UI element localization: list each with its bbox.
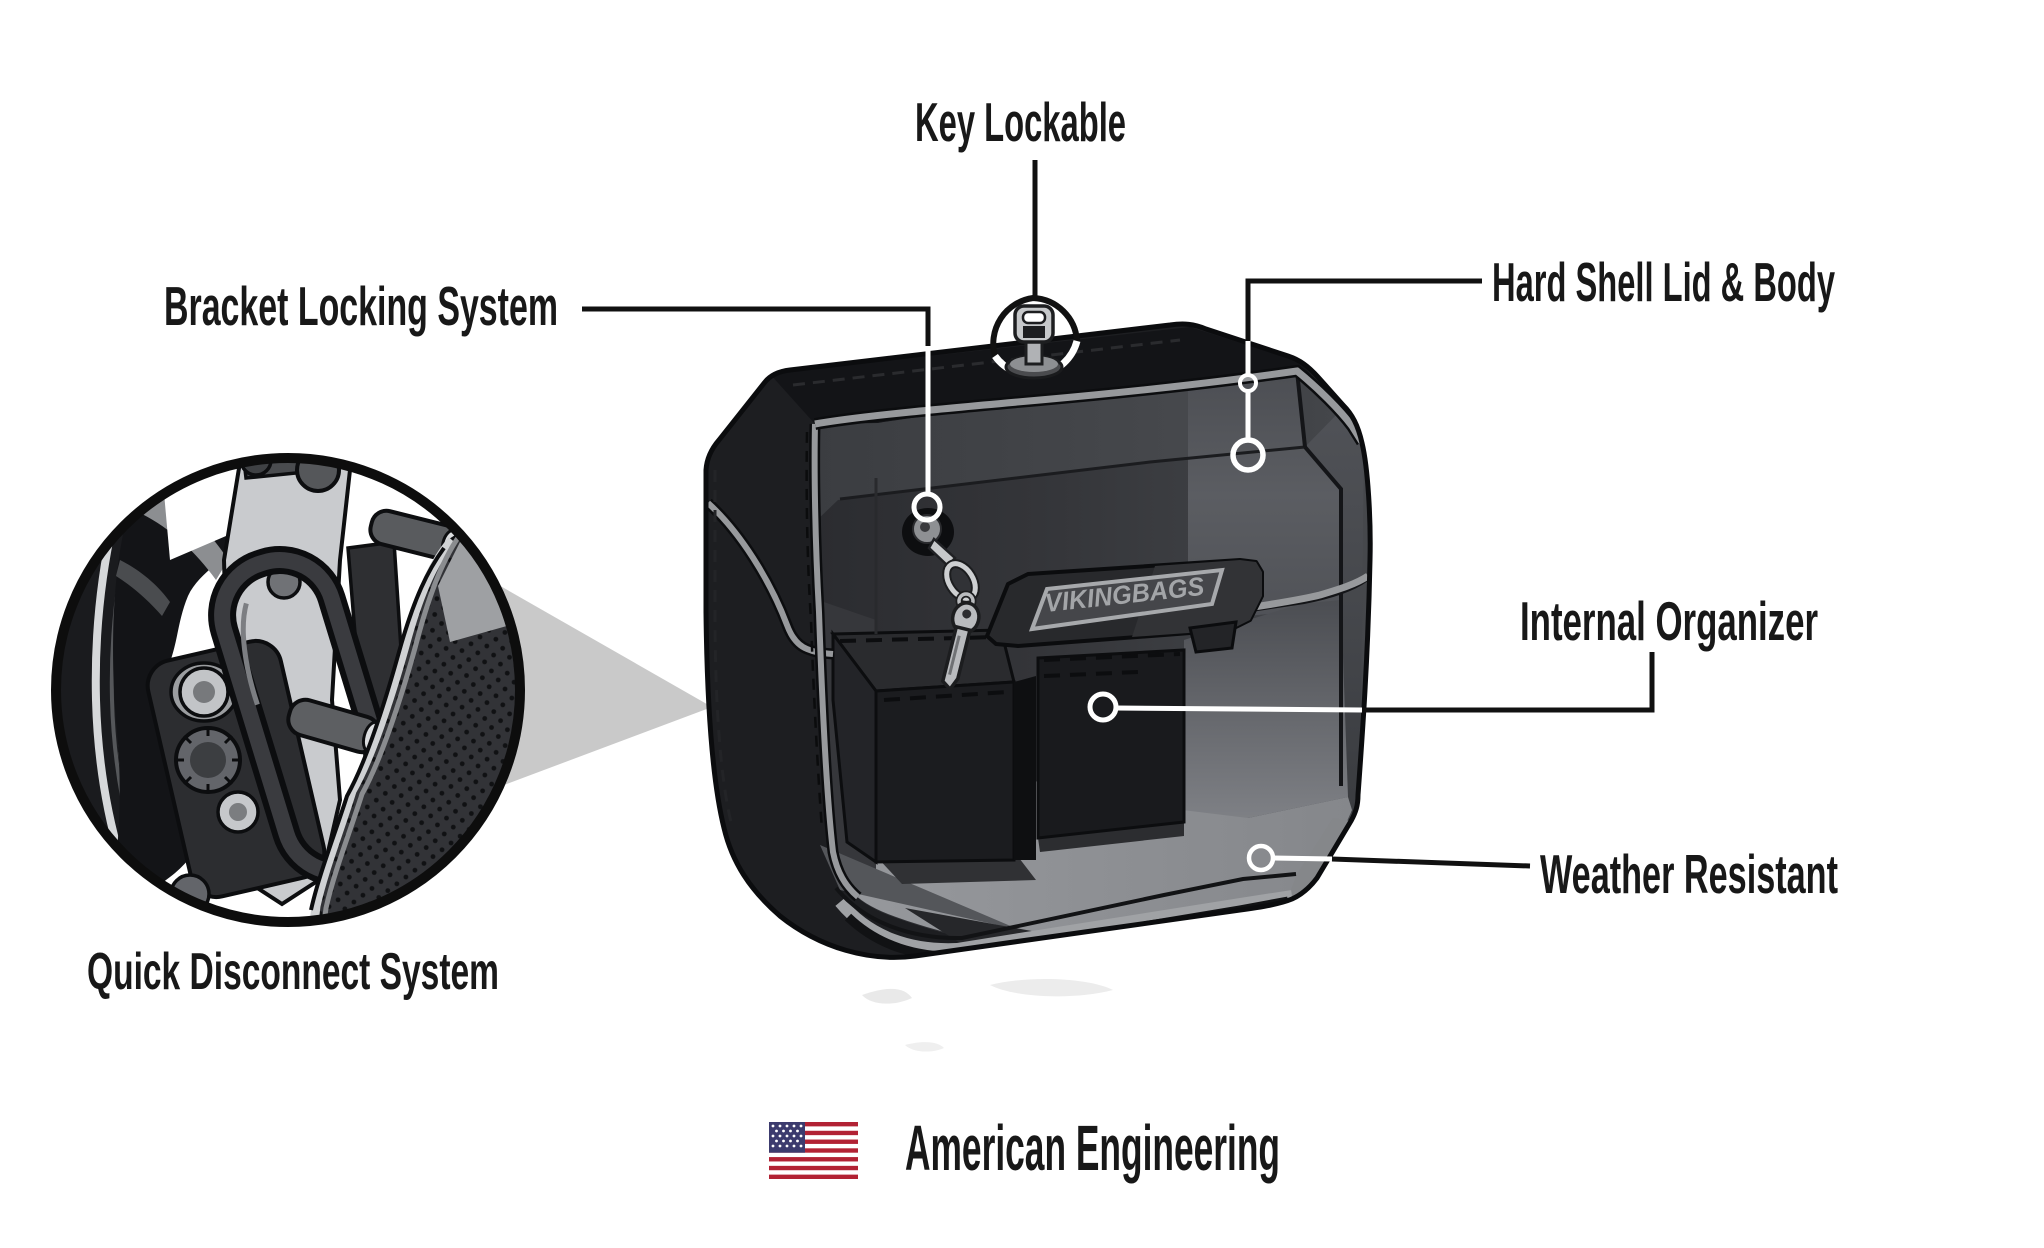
svg-text:Key Lockable: Key Lockable — [915, 91, 1126, 153]
svg-text:Bracket Locking System: Bracket Locking System — [164, 275, 558, 337]
svg-text:Quick Disconnect System: Quick Disconnect System — [87, 943, 499, 1001]
svg-text:Weather Resistant: Weather Resistant — [1540, 843, 1838, 905]
svg-text:Hard Shell Lid & Body: Hard Shell Lid & Body — [1492, 251, 1835, 313]
svg-text:American Engineering: American Engineering — [905, 1112, 1280, 1184]
svg-text:Internal Organizer: Internal Organizer — [1520, 590, 1818, 652]
